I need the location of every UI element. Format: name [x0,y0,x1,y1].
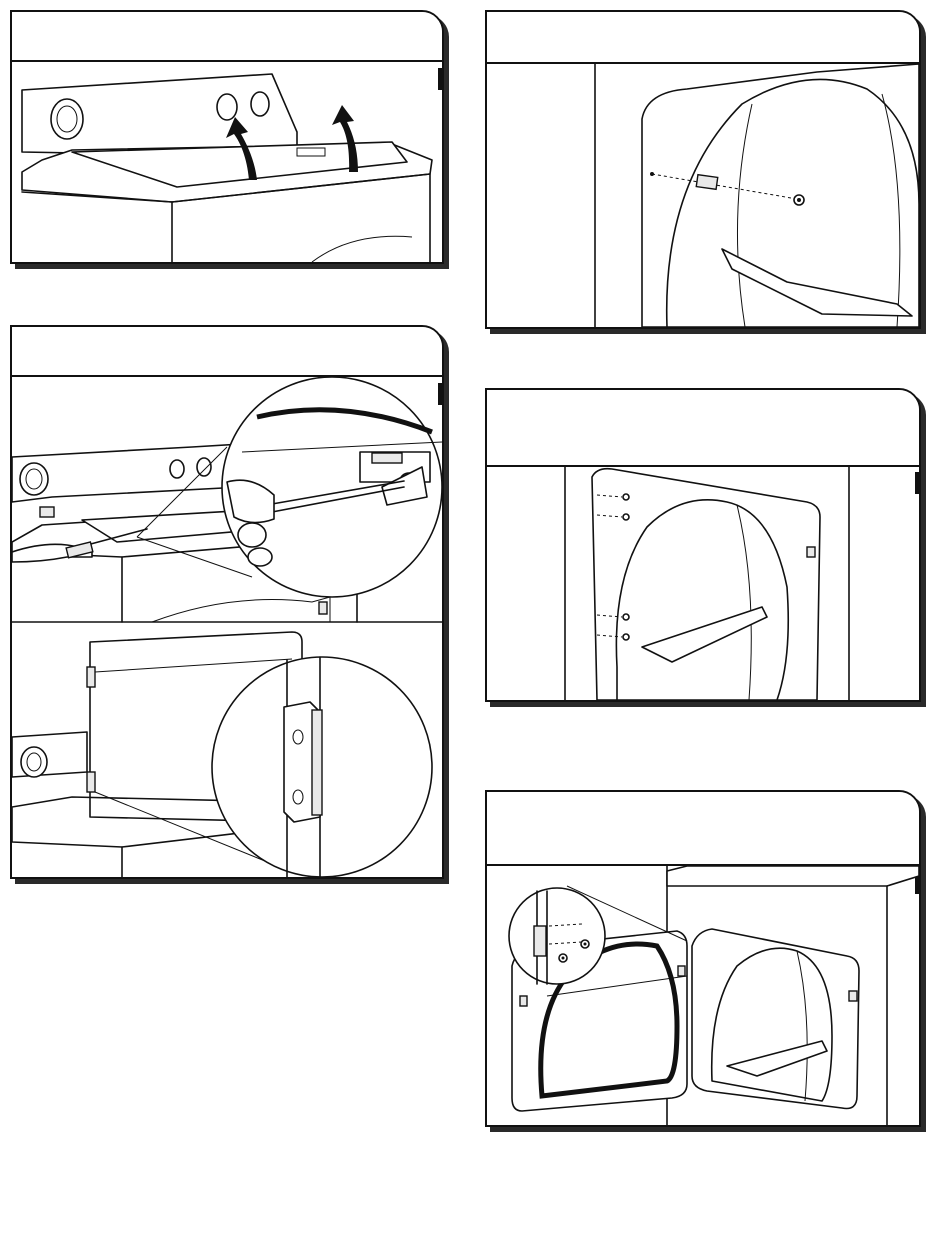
step-1-header [12,12,442,62]
screwdriver-illustration [12,377,442,877]
door-plugs-illustration [487,467,919,700]
step-4-panel [485,388,921,702]
step-2-panel [10,325,444,879]
step-3-header [487,12,919,64]
step-5-panel [485,790,921,1127]
step-3-panel [485,10,921,329]
step-1-panel [10,10,444,264]
step-5-header [487,792,919,866]
reattach-door-illustration [487,866,919,1125]
step-2-header [12,327,442,377]
door-strike-illustration [487,64,919,327]
lift-top-illustration [12,62,442,262]
step-4-header [487,390,919,467]
